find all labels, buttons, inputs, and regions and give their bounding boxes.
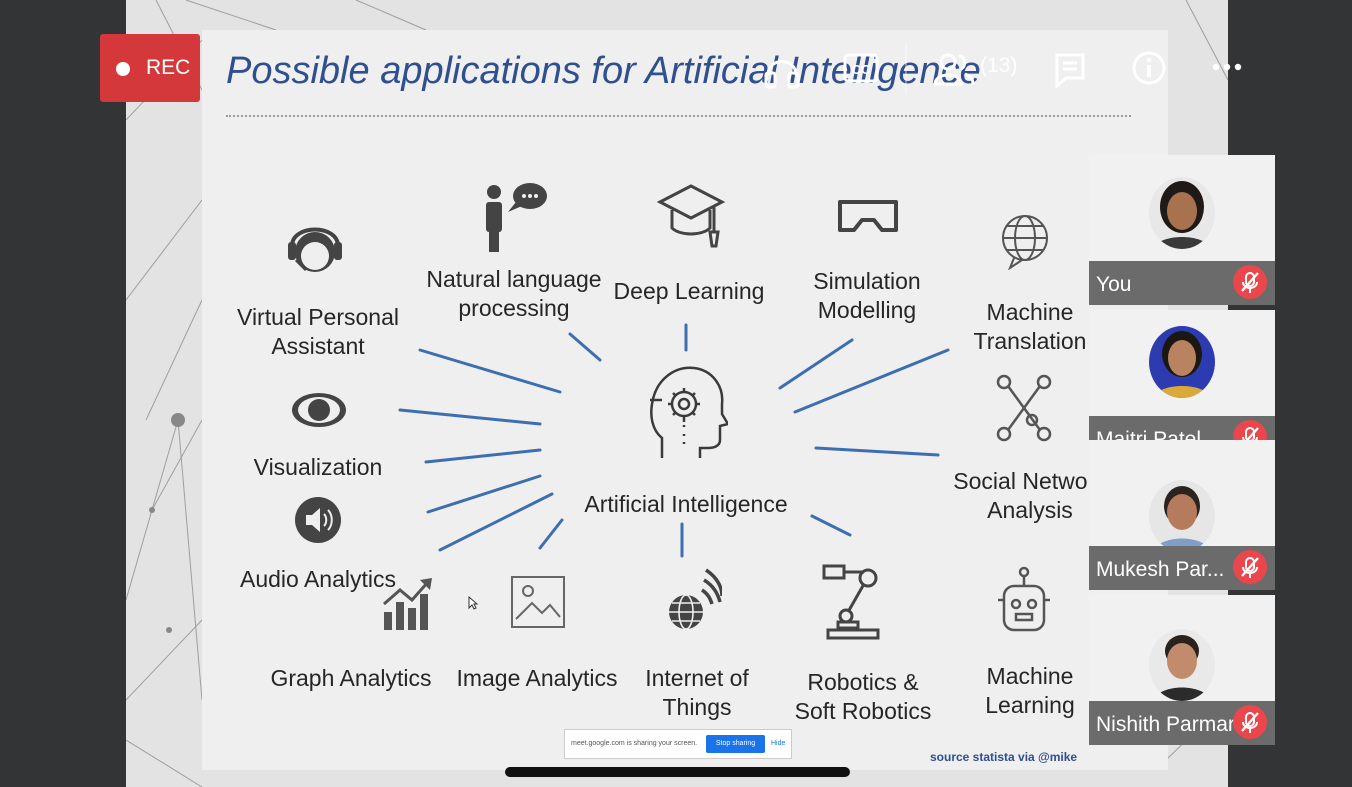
home-indicator[interactable] [505,767,850,777]
title-divider [226,115,1131,117]
people-icon[interactable] [933,52,975,88]
bar-growth-icon [383,578,432,630]
label-machine-learning: Machine Learning [985,663,1075,718]
label-visualization: Visualization [253,454,383,480]
participant-tile[interactable]: You [1089,155,1275,305]
label-audio-analytics: Audio Analytics [240,566,396,592]
slide-title: Possible applications for Artificial Int… [226,50,981,92]
vr-goggles-icon [838,200,898,232]
participant-name: Nishith Parmar [1096,713,1235,736]
center-label: Artificial Intelligence [584,491,788,517]
robot-head-icon [998,566,1050,632]
label-virtual-personal-assistant: Virtual Personal Assistant [237,304,399,359]
label-machine-translation: Machine Translation [973,299,1087,354]
avatar [1149,326,1215,398]
mic-off-icon [1233,550,1267,584]
label-robotics-soft-robotics: Robotics & Soft Robotics [794,669,932,724]
participant-tile[interactable]: Maitri Patel [1089,310,1275,460]
mouse-pointer-icon [468,596,478,610]
network-background-graphic [126,0,1228,787]
mic-off-icon [1233,705,1267,739]
screen-share-notice: meet.google.com is sharing your screen. … [564,729,792,759]
record-dot-icon [116,62,130,76]
avatar [1149,177,1215,249]
hide-button[interactable]: Hide [771,740,786,747]
robot-arm-icon [822,564,880,640]
avatar [1149,480,1215,552]
label-deep-learning: Deep Learning [613,278,765,304]
image-icon [511,576,565,628]
label-natural-language-processing: Natural language processing [426,266,602,321]
label-simulation-modelling: Simulation Modelling [813,268,921,323]
stop-sharing-button[interactable]: Stop sharing [706,735,765,753]
left-letterbox [0,0,126,787]
recording-badge: REC [100,34,200,102]
participant-name: You [1096,273,1132,296]
globe-chat-icon [1002,215,1048,270]
recording-label: REC [146,56,191,79]
label-social-network-analysis: Social Network Analysis [953,468,1107,523]
more-options-icon[interactable] [1212,62,1242,72]
label-internet-of-things: Internet of Things [645,665,749,720]
chat-icon[interactable] [1054,52,1086,88]
participant-name: Mukesh Par... [1096,558,1225,581]
ai-head-gear-icon [650,366,728,458]
network-nodes-icon [996,374,1052,442]
headphones-icon[interactable] [763,49,801,89]
share-message: meet.google.com is sharing your screen. [571,740,698,747]
toolbar-divider [905,44,907,94]
label-graph-analytics: Graph Analytics [270,665,432,691]
headset-icon [288,227,342,272]
info-icon[interactable] [1131,50,1167,86]
speech-person-icon [486,183,547,252]
participant-tile[interactable]: Mukesh Par... [1089,440,1275,590]
graduation-cap-icon [656,184,726,248]
label-image-analytics: Image Analytics [456,665,618,691]
participants-count[interactable]: (13) [980,54,1018,77]
wifi-globe-icon [669,568,722,630]
svg-text:CC: CC [852,62,871,77]
avatar [1149,629,1215,701]
eye-icon [292,393,346,427]
participant-tile[interactable]: Nishith Parmar [1089,595,1275,745]
mic-off-icon [1233,265,1267,299]
source-credit: source statista via @mike [930,750,1078,764]
captions-icon[interactable]: CC [843,53,879,85]
speaker-icon [295,497,341,543]
